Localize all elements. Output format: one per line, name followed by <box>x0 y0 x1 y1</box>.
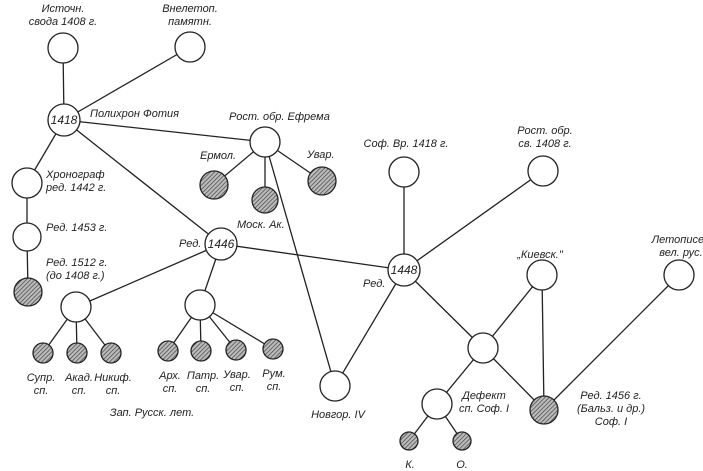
node-rum <box>262 338 284 360</box>
node-label: Никиф. <box>94 372 132 384</box>
node-patr <box>190 340 212 362</box>
node-label: Рост. обр. Ефрема <box>229 111 330 123</box>
group-label: Зап. Русск. лет. <box>110 407 194 419</box>
node-label: Источн. <box>42 3 85 15</box>
node-label: Ред. 1453 г. <box>46 222 107 234</box>
node-red1453 <box>12 222 42 252</box>
node-khronograf <box>11 167 43 199</box>
edge-n1448-novgor4 <box>334 269 405 387</box>
node-n1446 <box>204 227 238 261</box>
edge-letopisec-red1456 <box>543 274 680 411</box>
node-inner-label: 1418 <box>51 113 78 127</box>
node-label: Рум. <box>262 368 285 380</box>
edge-rostefrema-novgor4 <box>264 141 336 387</box>
node-letopisec <box>663 259 695 291</box>
node-label: Патр. <box>187 370 219 382</box>
node-label: Хронограф <box>45 169 105 181</box>
node-label: Супр. <box>27 372 56 384</box>
node-label: Летописец <box>651 234 703 246</box>
node-n1448 <box>387 253 421 287</box>
node-inner-label: 1448 <box>391 263 418 277</box>
node-label: ред. 1442 г. <box>45 182 106 194</box>
node-istochn <box>47 32 79 64</box>
edge-n1418-n1446 <box>63 119 222 245</box>
node-n1418 <box>47 103 81 137</box>
node-label: Моск. Ак. <box>237 219 285 231</box>
node-zapmid <box>184 289 216 321</box>
node-supr <box>32 342 54 364</box>
node-o <box>452 431 472 451</box>
node-label: памятн. <box>168 16 212 28</box>
edge-n1448-middle <box>403 269 484 349</box>
edge-n1418-rostefrema <box>63 119 266 143</box>
node-label: Соф. I <box>595 416 627 428</box>
node-label: Ред. <box>179 238 201 250</box>
node-novgor4 <box>319 370 351 402</box>
node-label: сп. <box>230 382 245 394</box>
node-ermol <box>199 170 229 200</box>
node-label: сп. Соф. I <box>459 403 509 415</box>
node-rostefrema <box>249 126 281 158</box>
node-arkh <box>157 340 179 362</box>
node-label: Увар. <box>222 369 251 381</box>
node-sofvr <box>388 156 420 188</box>
node-label: Увар. <box>306 149 335 161</box>
node-nikif <box>100 342 122 364</box>
node-label: О. <box>456 459 468 471</box>
node-label: К. <box>405 459 415 471</box>
edge-n1446-zapleft <box>75 243 222 308</box>
node-inner-label: 1446 <box>208 237 235 251</box>
node-label: Внелетоп. <box>162 3 218 15</box>
node-label: Новгор. IV <box>311 409 367 421</box>
node-red1456 <box>529 395 559 425</box>
node-vneletop <box>174 31 206 63</box>
node-label: „Киевск." <box>516 249 564 261</box>
node-label: сп. <box>196 383 211 395</box>
node-label: вел. рус. <box>659 247 702 259</box>
node-label: Арх. <box>158 370 181 382</box>
node-label: Дефект <box>460 390 506 402</box>
node-defekt <box>421 388 453 420</box>
node-label: Ред. 1456 г. <box>580 390 641 402</box>
node-label: Соф. Вр. 1418 г. <box>364 138 449 150</box>
node-label: сп. <box>267 381 282 393</box>
edge-vneletop-n1418 <box>63 46 191 121</box>
node-label: (до 1408 г.) <box>46 270 105 282</box>
node-label: сп. <box>34 385 49 397</box>
node-rostsv <box>527 155 559 187</box>
node-akad <box>66 342 88 364</box>
node-zapleft <box>60 291 92 323</box>
edge-n1446-n1448 <box>220 243 405 271</box>
node-uvar1 <box>307 166 337 196</box>
node-moskak <box>251 186 279 214</box>
node-label: Ред. 1512 г. <box>46 257 107 269</box>
edge-n1448-rostsv <box>403 170 544 271</box>
node-uvar2 <box>225 339 247 361</box>
node-k <box>399 431 419 451</box>
node-kievsk <box>526 259 558 291</box>
node-label: Рост. обр. <box>517 125 572 137</box>
node-label: сп. <box>106 385 121 397</box>
node-middle <box>467 332 499 364</box>
node-label: Полихрон Фотия <box>90 108 179 120</box>
node-label: св. 1408 г. <box>518 138 571 150</box>
node-label: свода 1408 г. <box>29 16 97 28</box>
node-red1512 <box>13 277 43 307</box>
node-label: Ред. <box>363 278 385 290</box>
node-label: (Бальз. и др.) <box>577 403 645 415</box>
node-label: сп. <box>72 385 87 397</box>
edge-kievsk-red1456 <box>541 274 545 411</box>
node-label: Акад. <box>64 372 93 384</box>
node-label: сп. <box>163 383 178 395</box>
node-label: Ермол. <box>200 150 236 162</box>
